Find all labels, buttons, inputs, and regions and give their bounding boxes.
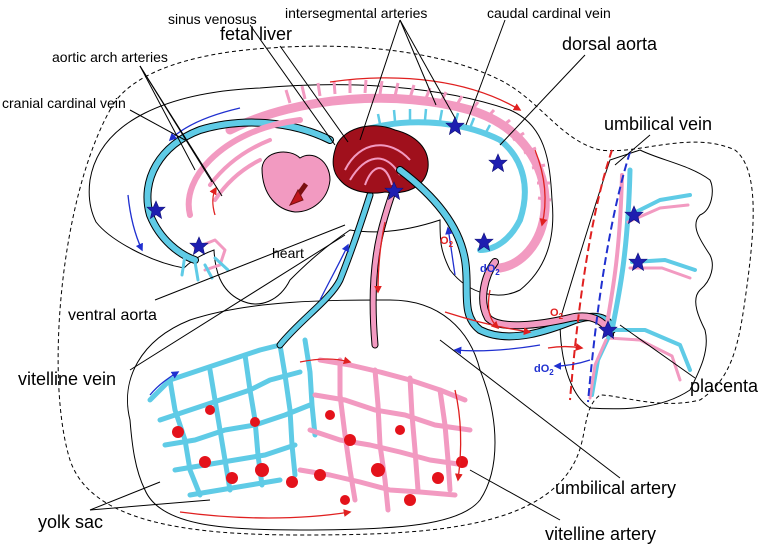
head-capillaries bbox=[180, 238, 230, 282]
flow-arrow-icon bbox=[319, 243, 349, 301]
label-fetal-liver: fetal liver bbox=[220, 24, 292, 44]
flow-arrow-icon bbox=[149, 371, 180, 396]
flow-arrow-icon bbox=[547, 343, 584, 351]
label-do2-placenta: dO2 bbox=[534, 363, 554, 377]
vitelline-venous-network bbox=[147, 337, 318, 498]
heart bbox=[261, 151, 331, 213]
labels: sinus venosus intersegmental arteries ca… bbox=[2, 5, 759, 544]
star-icon bbox=[189, 236, 209, 255]
flow-arrow-icon bbox=[553, 359, 591, 370]
label-umbilical-artery: umbilical artery bbox=[555, 478, 676, 498]
flow-arrow-icon bbox=[453, 344, 541, 355]
label-umbilical-vein: umbilical vein bbox=[604, 114, 712, 134]
aortic-arch-arteries bbox=[185, 117, 303, 218]
label-o2-embryo: O2 bbox=[440, 235, 454, 249]
label-aortic-arch-arteries: aortic arch arteries bbox=[52, 49, 168, 65]
placental-exchange-lines bbox=[569, 149, 631, 403]
label-caudal-cardinal-vein: caudal cardinal vein bbox=[487, 5, 611, 21]
dorsal-aorta bbox=[225, 79, 552, 273]
label-heart: heart bbox=[272, 245, 304, 261]
label-do2-embryo: dO2 bbox=[480, 263, 500, 277]
label-vitelline-artery: vitelline artery bbox=[545, 524, 656, 544]
placenta-outline bbox=[559, 149, 713, 410]
flow-arrow-icon bbox=[374, 221, 386, 294]
flow-arrow-icon bbox=[209, 186, 217, 216]
flow-arrow-icon bbox=[179, 509, 352, 519]
caudal-cardinal-vein bbox=[347, 108, 528, 253]
flow-arrow-icon bbox=[127, 194, 143, 252]
umbilical-artery bbox=[479, 258, 614, 339]
amnion-outline bbox=[57, 45, 754, 536]
vitelline-arterial-network bbox=[297, 357, 473, 513]
star-icon bbox=[488, 153, 508, 172]
placental-vessels bbox=[588, 167, 697, 400]
flow-arrow-icon bbox=[445, 226, 456, 276]
label-cranial-cardinal-vein: cranial cardinal vein bbox=[2, 95, 126, 111]
flow-arrow-icon bbox=[534, 149, 548, 227]
vitelline-artery-trunk bbox=[369, 181, 399, 349]
gas-labels: O2 dO2 O2 dO2 bbox=[440, 235, 564, 377]
label-sinus-venosus: sinus venosus bbox=[168, 11, 257, 27]
label-placenta: placenta bbox=[690, 376, 759, 396]
flow-arrow-icon bbox=[168, 107, 241, 142]
label-intersegmental-arteries: intersegmental arteries bbox=[285, 5, 427, 21]
leader-lines bbox=[89, 19, 696, 521]
yolk-sac-outline bbox=[127, 299, 496, 531]
label-dorsal-aorta: dorsal aorta bbox=[562, 34, 658, 54]
label-yolk-sac: yolk sac bbox=[38, 512, 103, 532]
flow-arrow-icon bbox=[444, 311, 532, 336]
vitelline-vein-trunk bbox=[276, 191, 374, 349]
label-o2-placenta: O2 bbox=[550, 307, 564, 321]
star-icon bbox=[445, 116, 465, 135]
flow-arrow-icon bbox=[329, 77, 522, 111]
label-ventral-aorta: ventral aorta bbox=[68, 307, 157, 324]
label-vitelline-vein: vitelline vein bbox=[18, 369, 116, 389]
flow-arrow-icon bbox=[299, 356, 352, 365]
flow-arrows bbox=[127, 77, 591, 519]
capillary-junctions bbox=[172, 405, 468, 506]
flow-arrow-icon bbox=[454, 389, 463, 482]
